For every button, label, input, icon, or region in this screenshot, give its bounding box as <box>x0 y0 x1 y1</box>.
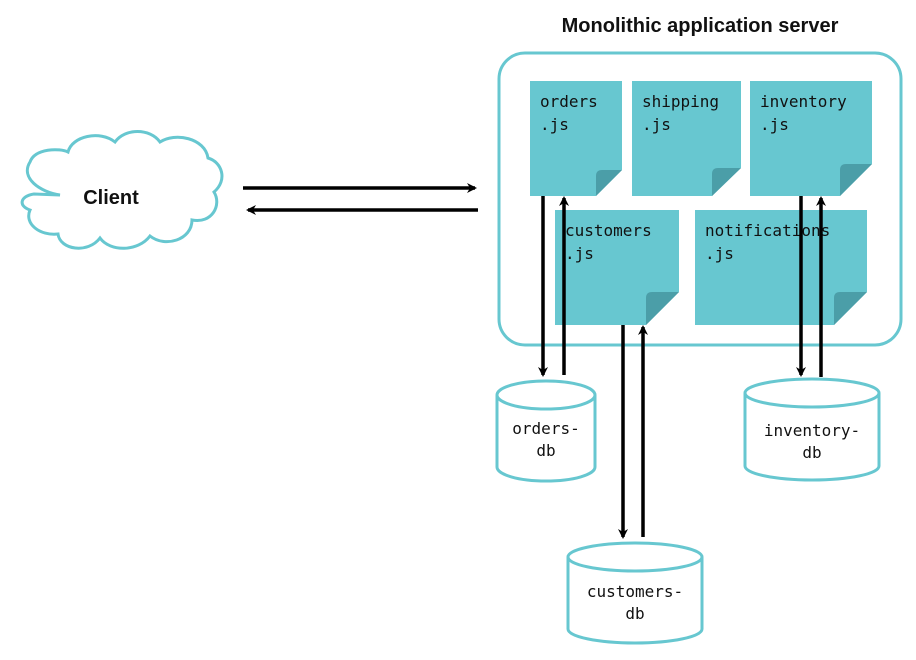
module-inventory-js: inventory .js <box>750 81 872 196</box>
module-notifications-js: notifications .js <box>695 210 867 325</box>
module-shipping-name: shipping <box>642 92 719 111</box>
module-shipping-js: shipping .js <box>632 81 741 196</box>
database-inventory-db-name: inventory- <box>764 421 860 440</box>
database-customers-db-name: customers- <box>587 582 683 601</box>
module-orders-js: orders .js <box>530 81 622 196</box>
module-inventory-ext: .js <box>760 115 789 134</box>
module-shipping-ext: .js <box>642 115 671 134</box>
module-inventory-name: inventory <box>760 92 847 111</box>
module-customers-name: customers <box>565 221 652 240</box>
module-notifications-name: notifications <box>705 221 830 240</box>
module-customers-js: customers .js <box>555 210 679 325</box>
client-cloud: Client <box>20 130 224 250</box>
database-customers-db: customers- db <box>566 541 704 645</box>
module-orders-name: orders <box>540 92 598 111</box>
database-inventory-db: inventory- db <box>743 377 881 482</box>
client-label: Client <box>83 187 139 209</box>
module-notifications-ext: .js <box>705 244 734 263</box>
diagram-title: Monolithic application server <box>562 15 839 37</box>
module-orders-ext: .js <box>540 115 569 134</box>
database-orders-db: orders- db <box>495 379 597 483</box>
database-orders-db-suffix: db <box>536 441 555 460</box>
monolith-server-container <box>497 51 903 347</box>
module-customers-ext: .js <box>565 244 594 263</box>
database-customers-db-suffix: db <box>625 604 644 623</box>
database-orders-db-name: orders- <box>512 419 579 438</box>
database-inventory-db-suffix: db <box>802 443 821 462</box>
